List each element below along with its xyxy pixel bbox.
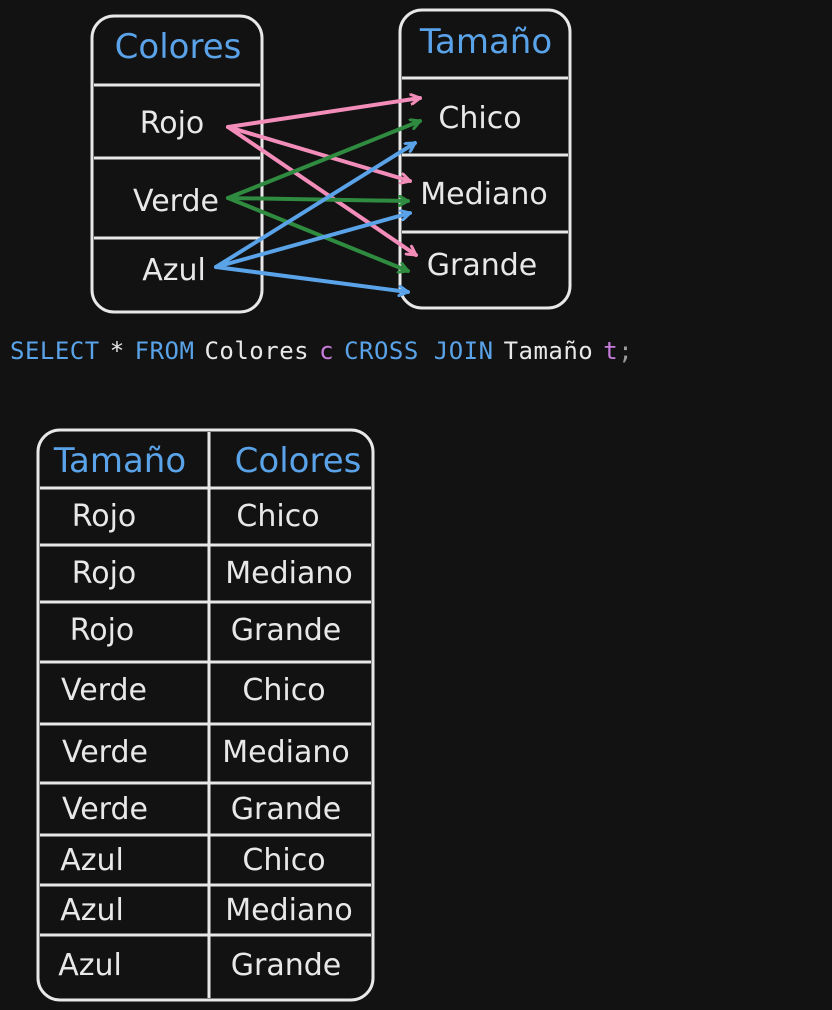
sql-semicolon: ; — [618, 337, 634, 365]
result-row: Azul Grande — [58, 948, 341, 983]
result-cell-color: Azul — [58, 948, 122, 983]
arrow-verde-grande — [226, 196, 410, 271]
result-cell-size: Grande — [231, 613, 341, 648]
result-cell-size: Mediano — [225, 893, 352, 928]
result-row-dividers — [40, 486, 371, 937]
sql-select-keyword: SELECT — [10, 337, 100, 365]
colores-item-rojo: Rojo — [140, 106, 205, 141]
arrow-verde-chico — [226, 121, 422, 200]
result-cell-size: Grande — [231, 948, 341, 983]
result-row: Rojo Chico — [72, 499, 320, 534]
result-row: Azul Chico — [60, 843, 325, 878]
arrow-rojo-chico — [226, 98, 422, 129]
tamano-table-outline — [398, 8, 572, 310]
sql-table-tamano: Tamaño — [503, 337, 594, 365]
tamano-item-chico: Chico — [438, 101, 521, 136]
colores-item-azul: Azul — [142, 253, 206, 288]
result-row: Rojo Grande — [70, 613, 342, 648]
colores-table-outline — [90, 14, 264, 314]
result-cell-size: Mediano — [225, 556, 352, 591]
tamano-header: Tamaño — [419, 22, 552, 62]
result-cell-color: Verde — [62, 792, 148, 827]
arrow-rojo-mediano — [226, 125, 412, 181]
colores-item-verde: Verde — [133, 184, 219, 219]
result-cell-size: Chico — [242, 673, 325, 708]
sql-cross-join-keyword: CROSS JOIN — [344, 337, 494, 365]
colores-table: Colores Rojo Verde Azul — [90, 14, 264, 314]
result-row: Verde Grande — [62, 792, 341, 827]
result-cell-size: Mediano — [222, 735, 349, 770]
arrow-azul-chico — [214, 141, 417, 269]
sql-star: * — [109, 337, 125, 365]
sql-alias-t: t — [603, 337, 619, 365]
result-cell-color: Rojo — [70, 613, 135, 648]
arrow-verde-mediano — [226, 198, 410, 201]
result-header-tamano: Tamaño — [53, 441, 186, 481]
arrows-verde — [226, 121, 422, 271]
arrow-rojo-grande — [226, 125, 418, 257]
result-cell-color: Rojo — [72, 499, 137, 534]
sql-table-colores: Colores — [204, 337, 310, 365]
result-table-outline — [36, 428, 375, 1002]
colores-header: Colores — [115, 27, 242, 67]
result-row: Rojo Mediano — [72, 556, 353, 591]
result-row: Verde Chico — [61, 673, 326, 708]
sql-alias-c: c — [319, 337, 335, 365]
arrows-azul — [214, 141, 417, 292]
result-cell-color: Verde — [62, 735, 148, 770]
result-header-colores: Colores — [235, 441, 362, 481]
result-row: Azul Mediano — [60, 893, 353, 928]
arrow-azul-grande — [214, 265, 410, 292]
result-cell-color: Verde — [61, 673, 147, 708]
result-row: Verde Mediano — [62, 735, 350, 770]
result-cell-size: Grande — [231, 792, 341, 827]
result-cell-color: Azul — [60, 893, 124, 928]
tamano-item-mediano: Mediano — [420, 177, 547, 212]
result-cell-color: Rojo — [72, 556, 137, 591]
arrow-azul-mediano — [214, 213, 412, 269]
tamano-item-grande: Grande — [427, 248, 537, 283]
result-cell-color: Azul — [60, 843, 124, 878]
result-cell-size: Chico — [242, 843, 325, 878]
result-cell-size: Chico — [236, 499, 319, 534]
sql-from-keyword: FROM — [134, 337, 195, 365]
tamano-table: Tamaño Chico Mediano Grande — [398, 8, 572, 310]
arrows-rojo — [226, 98, 422, 257]
